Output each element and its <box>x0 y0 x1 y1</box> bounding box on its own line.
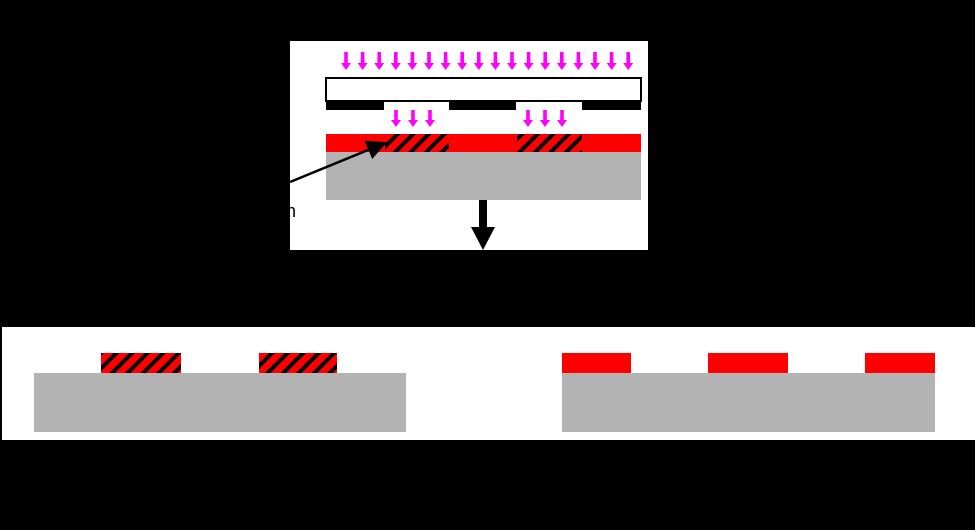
magenta-down-arrow-icon <box>573 52 584 70</box>
magenta-down-arrow-icon <box>408 110 418 127</box>
magenta-down-arrow-icon <box>425 110 435 127</box>
process-arrow-shaft <box>479 200 487 228</box>
substrate-right <box>562 373 935 432</box>
magenta-down-arrow-icon <box>457 52 468 70</box>
magenta-down-arrow-icon <box>407 52 418 70</box>
exposed-resist-region <box>517 134 582 152</box>
magenta-down-arrow-icon <box>473 52 484 70</box>
exposed-region-label-fragment: n <box>286 201 296 221</box>
substrate <box>326 152 641 200</box>
magenta-down-arrow-icon <box>557 110 567 127</box>
magenta-down-arrow-icon <box>341 52 351 70</box>
remaining-exposed-resist <box>101 353 181 373</box>
remaining-unexposed-resist <box>708 353 788 373</box>
resist-layer <box>326 134 641 152</box>
magenta-down-arrow-icon <box>540 52 551 70</box>
magenta-down-arrow-icon <box>606 52 617 70</box>
substrate-left <box>34 373 406 432</box>
magenta-down-arrow-icon <box>523 110 533 127</box>
magenta-down-arrow-icon <box>357 52 368 70</box>
mask-chrome-bar <box>449 101 516 110</box>
uv-light-arrows <box>341 52 634 70</box>
remaining-unexposed-resist <box>562 353 631 373</box>
magenta-down-arrow-icon <box>507 52 517 70</box>
uv-light-arrows-through-mask <box>391 110 567 127</box>
exposed-resist-region <box>385 134 449 152</box>
magenta-down-arrow-icon <box>523 52 534 70</box>
mask-chrome-bar <box>326 101 384 110</box>
magenta-down-arrow-icon <box>390 52 401 70</box>
remaining-exposed-resist <box>259 353 337 373</box>
magenta-down-arrow-icon <box>540 110 550 127</box>
magenta-down-arrow-icon <box>440 52 451 70</box>
photomask-plate <box>325 77 642 102</box>
mask-chrome-bar <box>582 101 641 110</box>
remaining-unexposed-resist <box>865 353 935 373</box>
magenta-down-arrow-icon <box>490 52 501 70</box>
magenta-down-arrow-icon <box>623 52 634 70</box>
magenta-down-arrow-icon <box>374 52 385 70</box>
magenta-down-arrow-icon <box>391 110 401 127</box>
black-down-arrow-icon <box>471 227 495 250</box>
magenta-down-arrow-icon <box>424 52 434 70</box>
leader-arrow-icon <box>289 140 387 184</box>
magenta-down-arrow-icon <box>556 52 567 70</box>
magenta-down-arrow-icon <box>590 52 600 70</box>
